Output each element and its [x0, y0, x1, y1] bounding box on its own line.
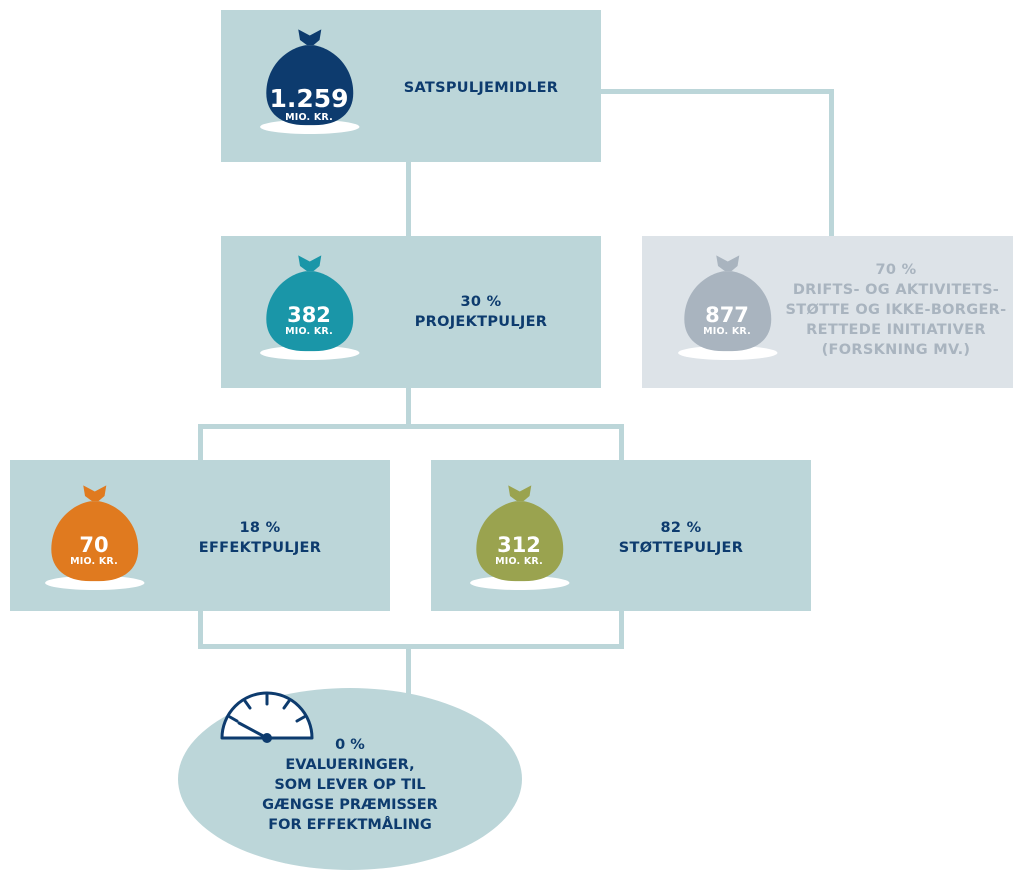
money-bag-icon: [470, 485, 570, 590]
unit-projekt: MIO. KR.: [285, 326, 333, 337]
money-bag-icon: [45, 485, 145, 590]
unit-stotte: MIO. KR.: [495, 556, 543, 567]
unit-effekt: MIO. KR.: [70, 556, 118, 567]
bag-amount-wrap: 1.259 MIO. KR.: [254, 86, 364, 124]
percent-effekt: 18 %: [239, 520, 281, 536]
bag-knot: [83, 485, 107, 502]
amount-satspulje: 1.259: [269, 84, 349, 113]
node-projektpuljer: 382 MIO. KR. 30 % PROJEKTPULJER: [221, 236, 601, 388]
title-drift-line: (FORSKNING MV.): [821, 342, 971, 358]
node-stottepuljer: 312 MIO. KR. 82 % STØTTEPULJER: [431, 460, 811, 611]
bag-shadow: [260, 119, 360, 134]
bag-body: [266, 271, 354, 352]
bag-body: [684, 271, 772, 352]
node-drift: 877 MIO. KR. 70 % DRIFTS- OG AKTIVITETS-…: [642, 236, 1013, 388]
bag-amount-wrap: 877 MIO. KR.: [672, 304, 782, 338]
percent-stotte: 82 %: [660, 520, 702, 536]
title-satspulje: SATSPULJEMIDLER: [403, 80, 559, 96]
bag-body: [266, 45, 354, 126]
title-evalueringer-line: FOR EFFEKTMÅLING: [268, 817, 432, 833]
bag-body: [476, 501, 564, 582]
bag-shadow: [678, 345, 778, 360]
connector-top-mid: [406, 162, 411, 238]
bag-knot: [298, 255, 322, 272]
connector-left-drop: [198, 424, 203, 462]
connector-right-rise: [619, 609, 624, 649]
title-effekt: EFFEKTPULJER: [198, 540, 322, 556]
connector-right-down: [829, 89, 834, 237]
node-effektpuljer: 70 MIO. KR. 18 % EFFEKTPULJER: [10, 460, 390, 611]
bag-shadow: [470, 575, 570, 590]
bag-amount-wrap: 70 MIO. KR.: [39, 534, 149, 568]
title-drift-line: STØTTE OG IKKE-BORGER-: [785, 302, 1007, 318]
title-stotte: STØTTEPULJER: [618, 540, 744, 556]
unit-drift: MIO. KR.: [703, 326, 751, 337]
label-effekt: 18 % EFFEKTPULJER: [160, 518, 360, 558]
bag-shadow: [45, 575, 145, 590]
money-bag-icon: [260, 29, 360, 134]
bag-knot: [298, 29, 322, 46]
money-bag-icon: [260, 255, 360, 360]
bag-knot: [716, 255, 740, 272]
connector-top-right: [598, 89, 834, 94]
amount-drift: 877: [705, 303, 749, 327]
bag-body: [51, 501, 139, 582]
connector-bottom-down: [406, 644, 411, 694]
connector-mid-split: [198, 424, 624, 429]
connector-mid-down: [406, 387, 411, 429]
title-evalueringer-line: GÆNGSE PRÆMISSER: [262, 797, 438, 813]
node-satspuljemidler: 1.259 MIO. KR. SATSPULJEMIDLER: [221, 10, 601, 162]
label-drift: 70 % DRIFTS- OG AKTIVITETS- STØTTE OG IK…: [782, 260, 1010, 360]
connector-right-drop: [619, 424, 624, 462]
title-drift-line: RETTEDE INITIATIVER: [806, 322, 986, 338]
amount-projekt: 382: [287, 303, 331, 327]
money-bag-icon: [678, 255, 778, 360]
amount-stotte: 312: [497, 533, 541, 557]
bag-shadow: [260, 345, 360, 360]
bag-amount-wrap: 312 MIO. KR.: [464, 534, 574, 568]
amount-effekt: 70: [79, 533, 109, 557]
title-evalueringer-line: EVALUERINGER,: [285, 757, 415, 773]
title-drift-line: DRIFTS- OG AKTIVITETS-: [792, 282, 1000, 298]
percent-drift: 70 %: [875, 262, 917, 278]
label-projekt: 30 % PROJEKTPULJER: [371, 292, 591, 332]
title-evalueringer-line: SOM LEVER OP TIL: [274, 777, 426, 793]
connector-left-rise: [198, 609, 203, 649]
label-stotte: 82 % STØTTEPULJER: [581, 518, 781, 558]
bag-knot: [508, 485, 532, 502]
percent-evalueringer: 0 %: [335, 737, 365, 753]
percent-projekt: 30 %: [460, 294, 502, 310]
connector-bottom-join: [198, 644, 624, 649]
label-evalueringer: 0 % EVALUERINGER, SOM LEVER OP TIL GÆNGS…: [228, 735, 472, 835]
unit-satspulje: MIO. KR.: [285, 112, 333, 123]
title-projekt: PROJEKTPULJER: [414, 314, 548, 330]
bag-amount-wrap: 382 MIO. KR.: [254, 304, 364, 338]
speedometer-icon: [220, 691, 314, 743]
